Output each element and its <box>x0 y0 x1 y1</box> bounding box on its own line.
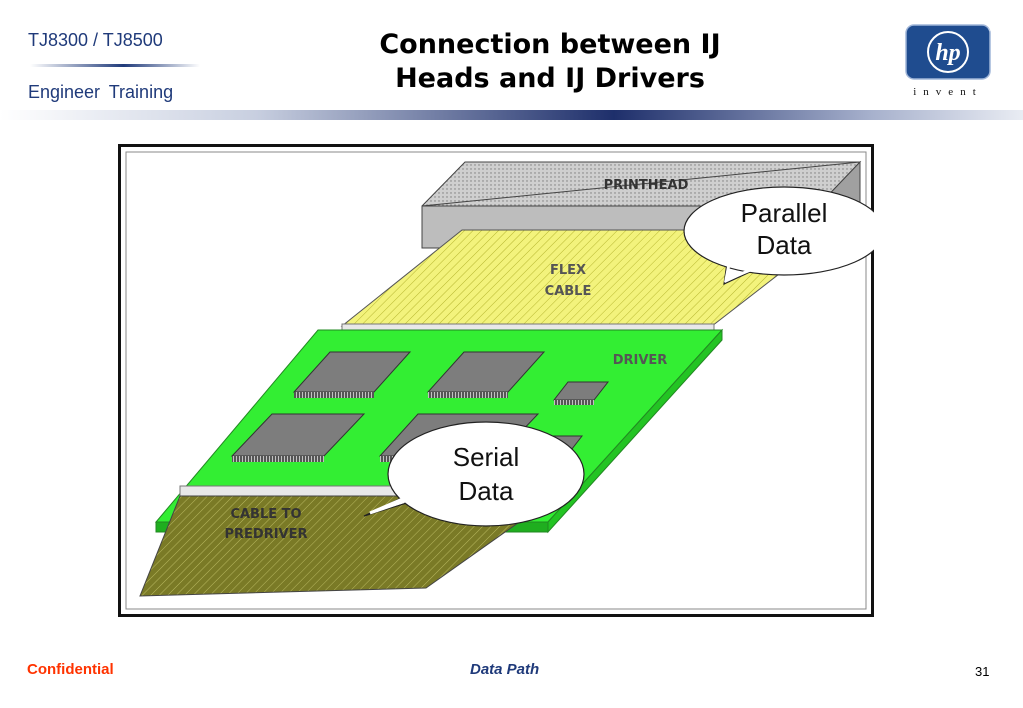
slide-title-line-1: Connection between IJ <box>379 29 721 60</box>
flex-cable-label-line-2: CABLE <box>545 284 592 299</box>
ic-chip <box>426 351 546 398</box>
parallel-data-callout: Parallel Data <box>683 186 874 286</box>
parallel-data-line-1: Parallel <box>741 198 828 228</box>
driver-label: DRIVER <box>613 353 668 368</box>
hp-logo-icon: hp ® <box>905 24 991 80</box>
serial-data-callout: Serial Data <box>363 421 585 527</box>
ij-connection-diagram: PRINTHEAD FLEX CABLE DRIVER <box>118 144 874 617</box>
hp-tagline: invent <box>913 86 983 98</box>
flex-cable-label-line-1: FLEX <box>550 263 586 278</box>
ic-chip <box>552 381 610 405</box>
serial-data-line-2: Data <box>459 476 514 506</box>
header-rule <box>30 64 200 67</box>
course-model: TJ8300 / TJ8500 <box>28 30 163 50</box>
serial-data-line-1: Serial <box>453 442 519 472</box>
svg-text:®: ® <box>988 26 991 33</box>
slide-title: Connection between IJ Heads and IJ Drive… <box>300 28 800 96</box>
predriver-cable-label-line-2: PREDRIVER <box>224 527 307 542</box>
slide-title-line-2: Heads and IJ Drivers <box>395 63 705 94</box>
title-band <box>0 110 1023 120</box>
hp-logo-text: hp <box>935 40 960 66</box>
course-subtitle: Engineer Training <box>28 82 174 102</box>
parallel-data-line-2: Data <box>757 230 812 260</box>
ic-chip <box>230 413 366 462</box>
page-number: 31 <box>975 664 990 679</box>
ic-chip <box>292 351 412 398</box>
printhead-label: PRINTHEAD <box>604 178 689 193</box>
predriver-cable-label-line-1: CABLE TO <box>230 507 301 522</box>
confidential-label: Confidential <box>27 661 114 678</box>
section-label: Data Path <box>470 661 540 678</box>
